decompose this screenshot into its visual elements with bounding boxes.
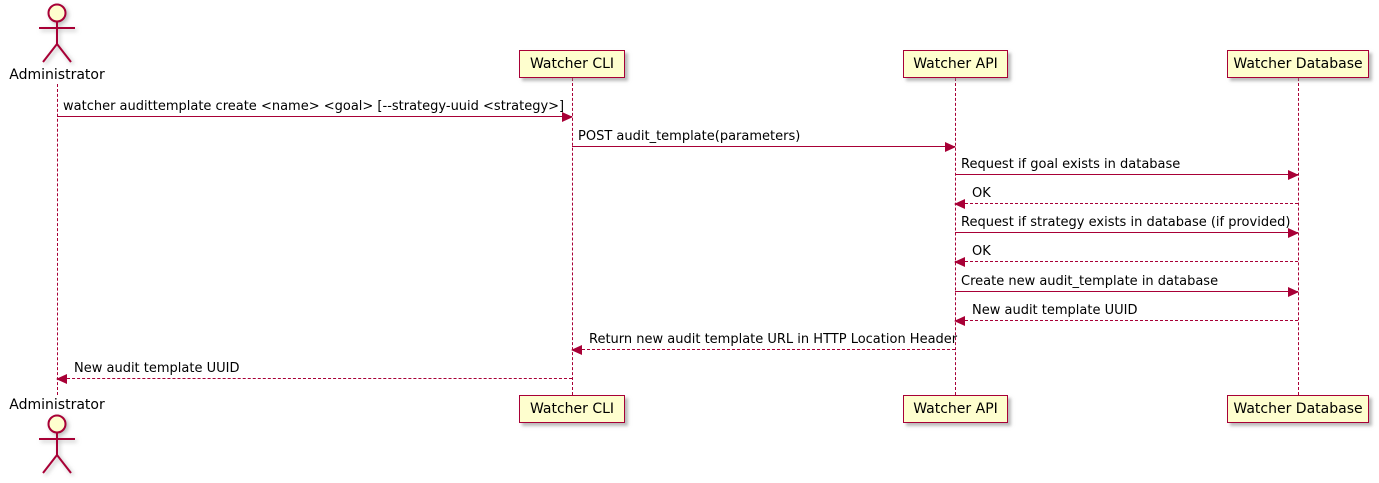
- participant-label: Watcher API: [913, 56, 998, 72]
- message-request-strategy-exists: Request if strategy exists in database (…: [955, 213, 1299, 238]
- message-label: OK: [972, 244, 991, 259]
- participant-label: Watcher CLI: [529, 401, 615, 417]
- message-create-in-database: Create new audit_template in database: [955, 272, 1299, 297]
- message-ok-strategy: OK: [954, 242, 1298, 267]
- message-new-uuid-to-admin: New audit template UUID: [56, 359, 572, 384]
- message-post-audit-template: POST audit_template(parameters): [572, 127, 956, 152]
- message-line: [955, 232, 1298, 233]
- participant-watcher-api-bottom: Watcher API: [903, 395, 1008, 423]
- arrowhead-left-icon: [954, 199, 965, 209]
- message-ok-goal: OK: [954, 184, 1298, 209]
- message-label: watcher audittemplate create <name> <goa…: [63, 99, 565, 114]
- arrowhead-right-icon: [1288, 228, 1299, 238]
- participant-watcher-api-top: Watcher API: [903, 50, 1008, 78]
- actor-icon-bottom: [39, 414, 75, 474]
- message-new-uuid-from-db: New audit template UUID: [954, 301, 1298, 326]
- participant-label: Watcher Database: [1233, 56, 1363, 72]
- lifeline-administrator: [57, 84, 58, 395]
- actor-label-bottom: Administrator: [9, 397, 105, 413]
- arrowhead-left-icon: [954, 257, 965, 267]
- message-label: Request if strategy exists in database (…: [961, 215, 1291, 230]
- participant-watcher-database-top: Watcher Database: [1227, 50, 1369, 78]
- arrowhead-right-icon: [562, 112, 573, 122]
- participant-watcher-database-bottom: Watcher Database: [1227, 395, 1369, 423]
- arrowhead-left-icon: [56, 374, 67, 384]
- message-label: Return new audit template URL in HTTP Lo…: [589, 332, 958, 347]
- message-request-goal-exists: Request if goal exists in database: [955, 155, 1299, 180]
- message-line: [955, 320, 1298, 321]
- message-line: [955, 174, 1298, 175]
- arrowhead-right-icon: [1288, 287, 1299, 297]
- participant-label: Watcher CLI: [529, 56, 615, 72]
- arrowhead-right-icon: [945, 142, 956, 152]
- participant-label: Watcher Database: [1233, 401, 1363, 417]
- participant-label: Watcher API: [913, 401, 998, 417]
- arrowhead-left-icon: [571, 345, 582, 355]
- message-label: OK: [972, 186, 991, 201]
- message-label: Request if goal exists in database: [961, 157, 1181, 172]
- message-label: POST audit_template(parameters): [578, 129, 801, 144]
- message-line: [955, 203, 1298, 204]
- actor-label-top: Administrator: [9, 67, 105, 83]
- lifeline-watcher-cli: [572, 78, 573, 395]
- message-line: [572, 349, 955, 350]
- message-line: [57, 378, 572, 379]
- message-line: [955, 261, 1298, 262]
- arrowhead-right-icon: [1288, 170, 1299, 180]
- message-line: [57, 116, 572, 117]
- message-line: [955, 291, 1298, 292]
- message-create-audittemplate: watcher audittemplate create <name> <goa…: [57, 97, 573, 122]
- arrowhead-left-icon: [954, 316, 965, 326]
- participant-watcher-cli-bottom: Watcher CLI: [519, 395, 625, 423]
- message-label: New audit template UUID: [972, 303, 1138, 318]
- message-line: [572, 146, 955, 147]
- message-return-url-location-header: Return new audit template URL in HTTP Lo…: [571, 330, 958, 355]
- lifeline-watcher-api: [955, 78, 956, 395]
- participant-watcher-cli-top: Watcher CLI: [519, 50, 625, 78]
- actor-icon-top: [39, 3, 75, 63]
- message-label: New audit template UUID: [74, 361, 240, 376]
- message-label: Create new audit_template in database: [961, 274, 1219, 289]
